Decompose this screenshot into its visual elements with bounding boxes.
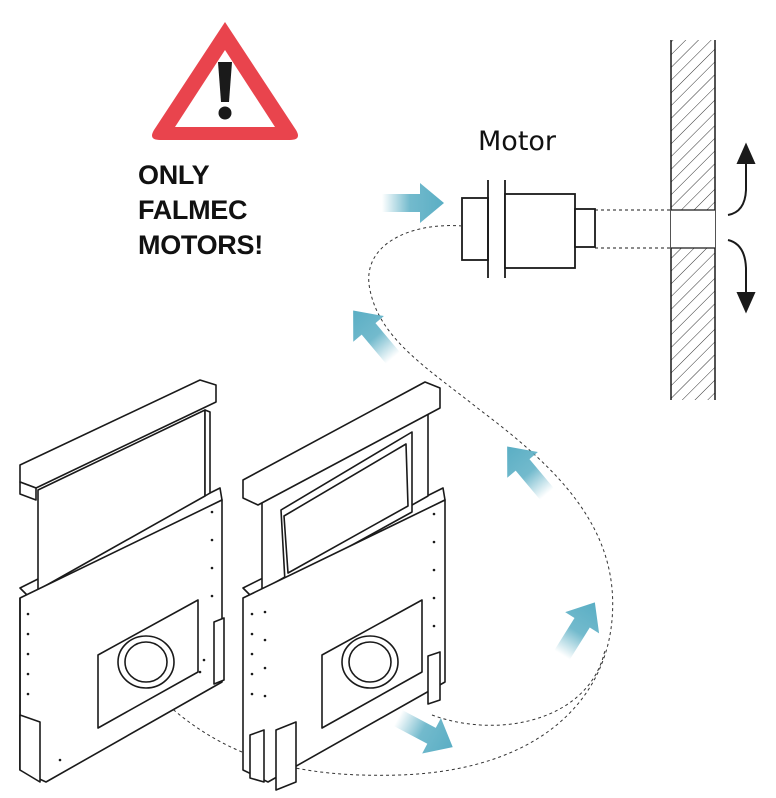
motor-label: Motor xyxy=(478,126,557,157)
hood-left-holes xyxy=(26,510,214,762)
exhaust-arrow-icon xyxy=(727,142,756,314)
hood-right-holes xyxy=(250,512,436,698)
wall xyxy=(670,40,716,400)
warning-line-3: MOTORS! xyxy=(138,230,263,260)
motor-unit xyxy=(461,180,671,278)
airflow-arrow-icon xyxy=(353,183,600,754)
warning-triangle-icon xyxy=(152,22,298,140)
warning-line-1: ONLY xyxy=(138,160,210,190)
downdraft-hood-right xyxy=(242,381,446,791)
warning-line-2: FALMEC xyxy=(138,195,248,225)
warning-message: ONLY FALMEC MOTORS! xyxy=(138,158,263,263)
airflow-path xyxy=(167,225,614,776)
downdraft-hood-left xyxy=(19,379,225,783)
